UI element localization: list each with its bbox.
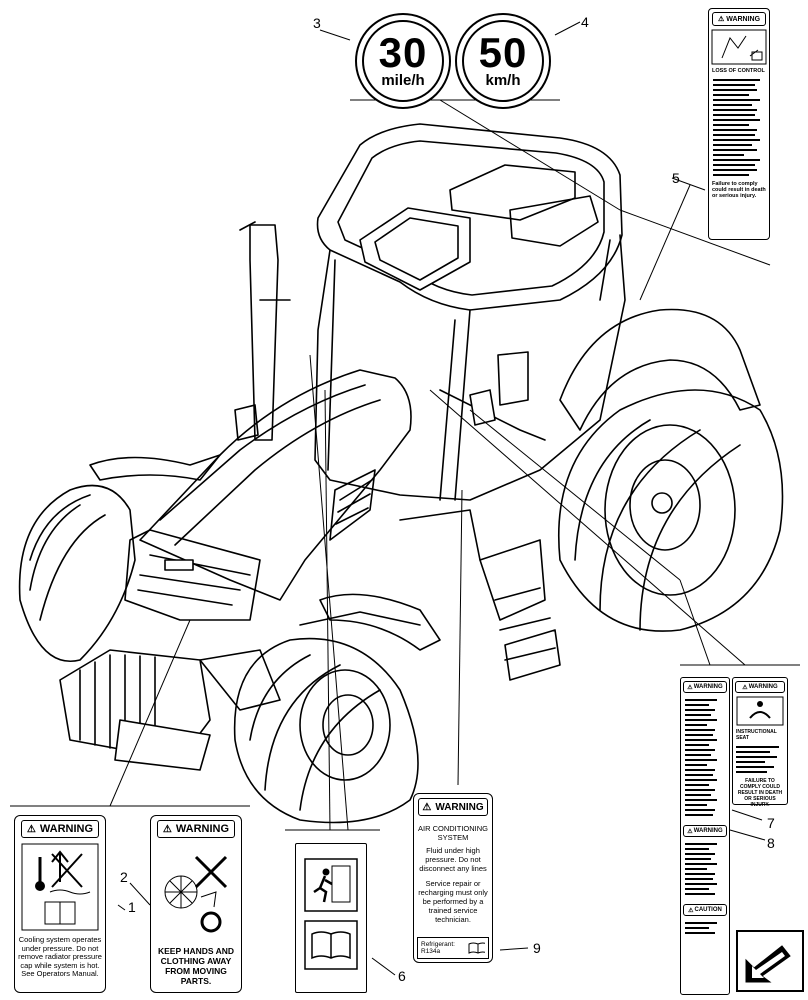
front-right-tire bbox=[233, 637, 419, 824]
callout-7: 7 bbox=[767, 815, 775, 831]
decal-2-text: KEEP HANDS AND CLOTHING AWAY FROM MOVING… bbox=[157, 946, 235, 986]
cab-body bbox=[314, 234, 626, 501]
cab-steps bbox=[479, 539, 546, 621]
callout-5: 5 bbox=[672, 170, 680, 186]
decal-8-text-lines bbox=[681, 693, 729, 822]
decal-1-text: Cooling system operates under pressure. … bbox=[18, 935, 102, 978]
decal-5-header: ⚠WARNING bbox=[712, 12, 766, 26]
manual-book-icon bbox=[304, 920, 358, 970]
decal-9-title: AIR CONDITIONING SYSTEM bbox=[417, 824, 488, 842]
rear-fender bbox=[559, 308, 761, 431]
decal-2-header: ⚠WARNING bbox=[157, 820, 235, 838]
callout-9: 9 bbox=[533, 940, 541, 956]
decal-8-header-3: ⚠CAUTION bbox=[683, 904, 727, 916]
decal-2-moving-parts-warning: ⚠WARNING KEEP HANDS AND CLOTHING AWAY FR… bbox=[150, 815, 242, 993]
decal-8-instruction-list: ⚠WARNING ⚠WARNING ⚠CAUTION bbox=[680, 677, 730, 995]
decal-9-footer: Refrigerant: R134a bbox=[417, 937, 489, 959]
warning-triangle-icon: ⚠ bbox=[26, 823, 36, 835]
decal-7-instructional-seat: ⚠WARNING INSTRUCTIONAL SEAT FAILURE TO C… bbox=[732, 677, 788, 808]
hazard-pictogram-icon bbox=[711, 29, 767, 65]
decal-7-header: ⚠WARNING bbox=[735, 681, 785, 693]
hood bbox=[139, 369, 412, 601]
speed-sign-30: 30 mile/h bbox=[355, 13, 451, 109]
callout-2: 2 bbox=[120, 869, 128, 885]
decal-6-emergency-exit bbox=[295, 843, 367, 993]
decal-7-title: INSTRUCTIONAL SEAT bbox=[736, 729, 777, 741]
decal-5-body: Failure to comply could result in death … bbox=[712, 181, 766, 199]
decal-5-text-lines bbox=[709, 74, 769, 181]
emergency-exit-icon bbox=[304, 858, 358, 912]
callout-4: 4 bbox=[581, 14, 589, 30]
decal-9-header: ⚠WARNING bbox=[418, 798, 488, 816]
navigation-arrow-box[interactable] bbox=[736, 930, 804, 992]
front-weights bbox=[59, 649, 211, 761]
grille bbox=[124, 529, 261, 621]
decal-8-header: ⚠WARNING bbox=[683, 681, 727, 693]
front-left-tire bbox=[18, 484, 136, 662]
seat-pictogram-icon bbox=[736, 696, 784, 726]
decal-9-line1: Fluid under high pressure. Do not discon… bbox=[419, 846, 487, 873]
leader-lines bbox=[10, 21, 800, 976]
rear-right-tire bbox=[557, 389, 784, 632]
decal-9-line2: Service repair or recharging must only b… bbox=[418, 879, 488, 924]
decal-5-title: LOSS OF CONTROL bbox=[712, 68, 765, 74]
decal-1-header: ⚠WARNING bbox=[21, 820, 99, 838]
decal-5-loss-of-control: ⚠WARNING LOSS OF CONTROL Failure to comp… bbox=[708, 8, 770, 240]
warning-triangle-icon: ⚠ bbox=[422, 801, 432, 813]
fan-hazard-icon bbox=[164, 855, 228, 933]
callout-1: 1 bbox=[128, 899, 136, 915]
cab-roof bbox=[316, 123, 623, 311]
exhaust-stack bbox=[249, 224, 279, 441]
decal-7-body: FAILURE TO COMPLY COULD RESULT IN DEATH … bbox=[737, 778, 783, 808]
decal-8-header-2: ⚠WARNING bbox=[683, 825, 727, 837]
callout-6: 6 bbox=[398, 968, 406, 984]
radiator-hazard-icon bbox=[21, 843, 99, 931]
speed-sign-50: 50 km/h bbox=[455, 13, 551, 109]
arrow-down-left-icon bbox=[745, 945, 791, 983]
decal-1-cooling-warning: ⚠WARNING Cooling system operates under p… bbox=[14, 815, 106, 993]
callout-8: 8 bbox=[767, 835, 775, 851]
manual-book-icon bbox=[468, 942, 485, 954]
decal-9-ac-warning: ⚠WARNING AIR CONDITIONING SYSTEM Fluid u… bbox=[413, 793, 493, 963]
warning-triangle-icon: ⚠ bbox=[717, 16, 725, 23]
callout-3: 3 bbox=[313, 15, 321, 31]
warning-triangle-icon: ⚠ bbox=[162, 823, 172, 835]
